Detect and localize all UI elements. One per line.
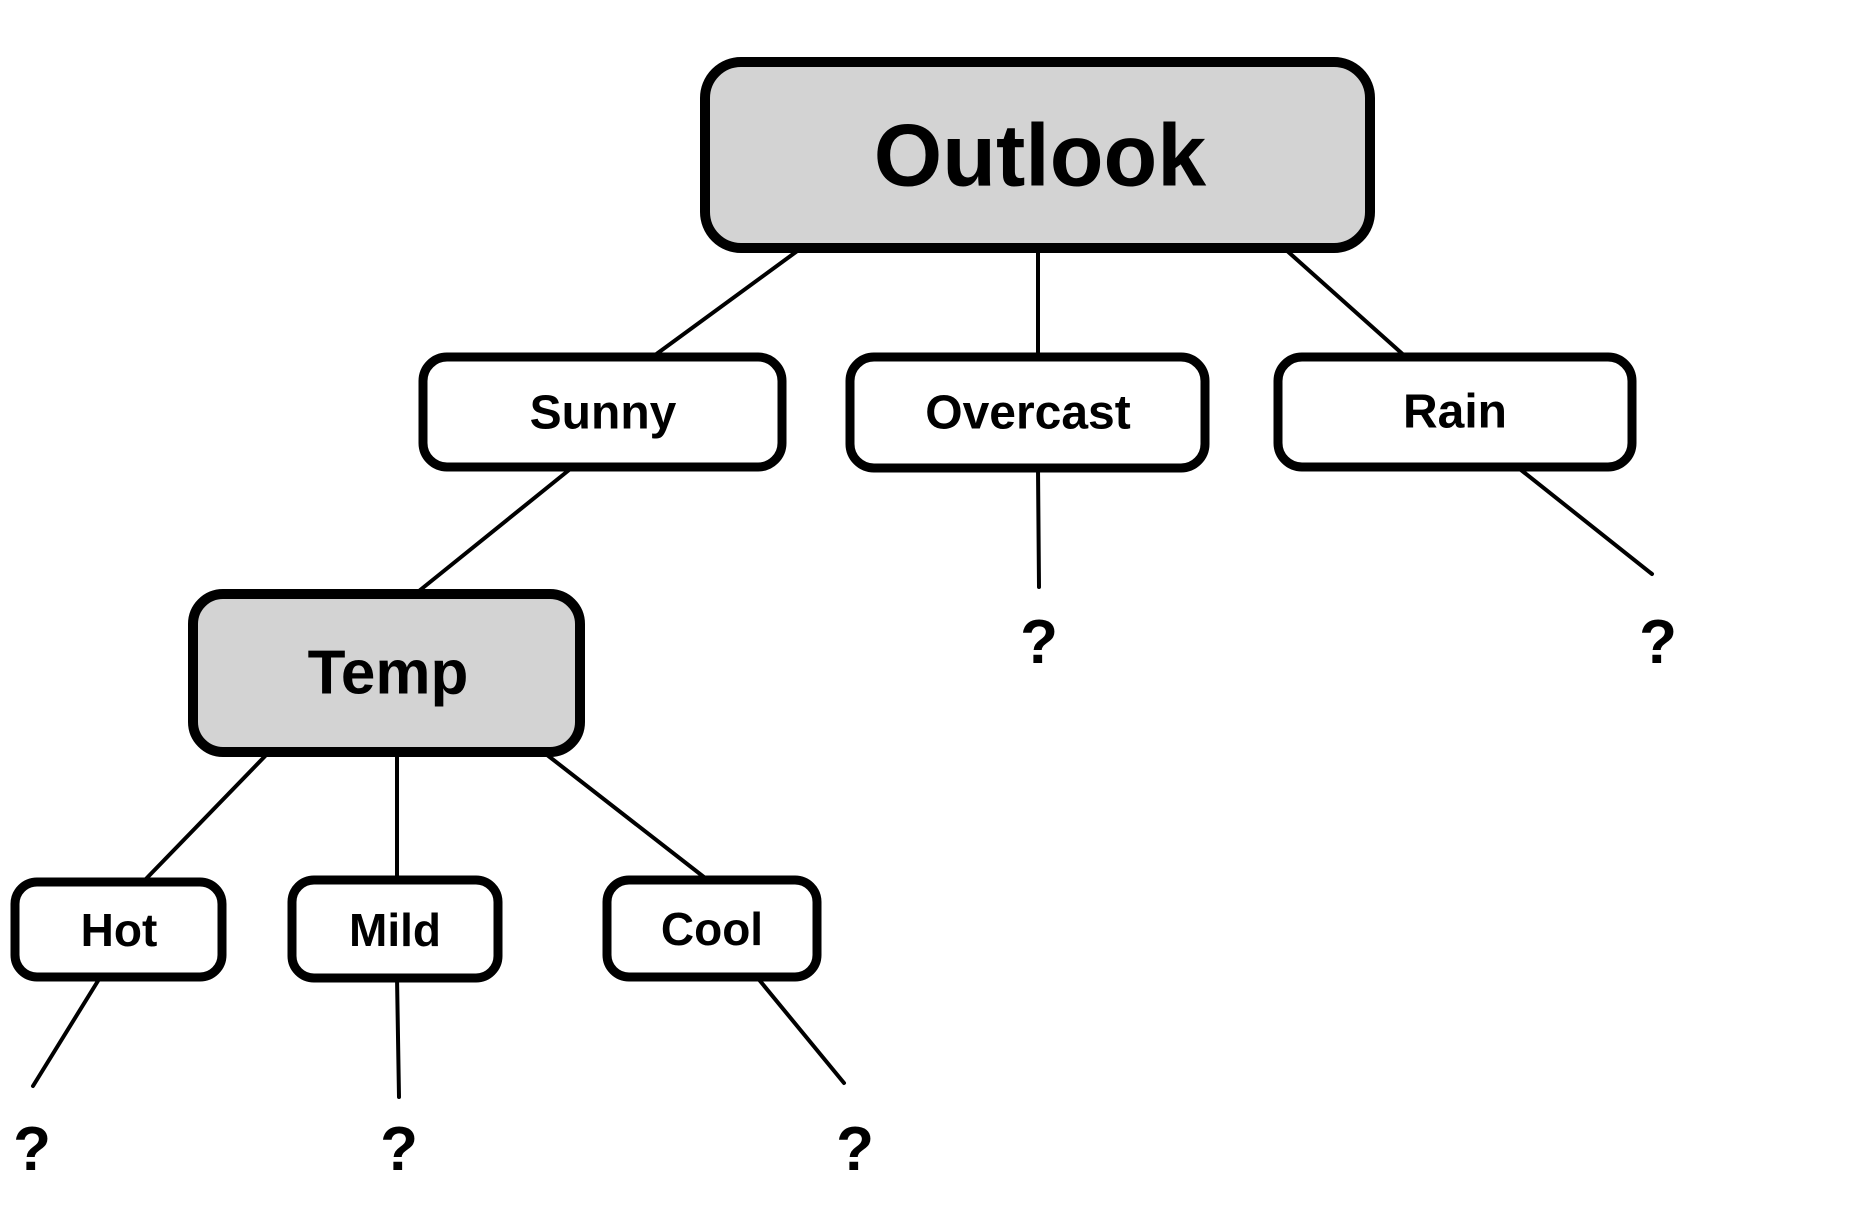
node-cool-box xyxy=(602,875,822,982)
edge-outlook-sunny xyxy=(649,247,802,360)
edge-mild-unknown xyxy=(395,975,401,1099)
node-outlook-box xyxy=(700,57,1375,253)
unknown-leaf-mild: ? xyxy=(380,1115,418,1184)
edge-temp-cool xyxy=(540,749,711,883)
node-cool-label: Cool xyxy=(661,903,763,955)
node-outlook-label: Outlook xyxy=(874,106,1207,205)
unknown-leaf-rain: ? xyxy=(1639,608,1677,677)
node-temp-label: Temp xyxy=(308,639,469,708)
node-hot-label: Hot xyxy=(81,904,158,956)
node-rain-box xyxy=(1273,352,1637,472)
edge-cool-unknown xyxy=(754,974,846,1085)
node-sunny: Sunny xyxy=(418,352,787,472)
node-hot-box xyxy=(10,877,227,982)
node-cool: Cool xyxy=(602,875,822,982)
unknown-leaf-overcast: ? xyxy=(1020,608,1058,677)
node-mild-label: Mild xyxy=(349,904,441,956)
node-mild: Mild xyxy=(287,875,503,983)
node-rain: Rain xyxy=(1273,352,1637,472)
edge-outlook-rain xyxy=(1283,247,1409,360)
node-temp-box xyxy=(188,589,585,757)
node-sunny-box xyxy=(418,352,787,472)
node-outlook: Outlook xyxy=(700,57,1375,253)
node-hot: Hot xyxy=(10,877,227,982)
unknown-leaves: ? ? ? ? ? xyxy=(13,608,1677,1184)
unknown-leaf-hot: ? xyxy=(13,1115,51,1184)
edge-sunny-temp xyxy=(412,464,576,597)
edge-hot-unknown xyxy=(31,974,103,1088)
edge-overcast-unknown xyxy=(1036,466,1041,589)
node-overcast-box xyxy=(845,352,1210,473)
node-overcast-label: Overcast xyxy=(925,387,1130,440)
node-sunny-label: Sunny xyxy=(530,387,677,440)
edge-rain-unknown xyxy=(1514,464,1654,576)
node-overcast: Overcast xyxy=(845,352,1210,473)
node-mild-box xyxy=(287,875,503,983)
node-rain-label: Rain xyxy=(1403,386,1507,439)
unknown-leaf-cool: ? xyxy=(836,1115,874,1184)
edges xyxy=(31,247,1654,1099)
edge-temp-hot xyxy=(140,749,272,885)
node-temp: Temp xyxy=(188,589,585,757)
